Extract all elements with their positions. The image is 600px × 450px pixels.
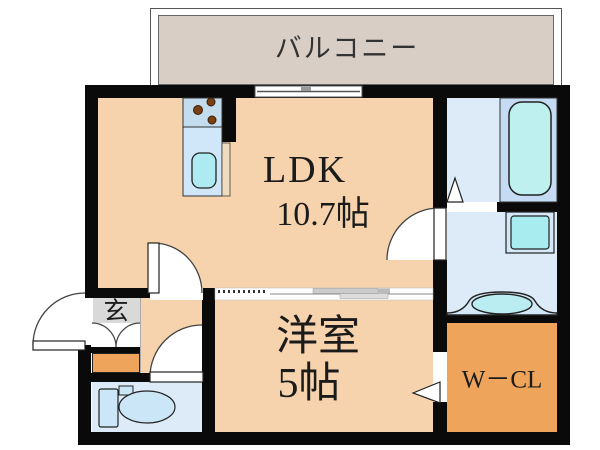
genkan-label: 玄 [103, 298, 129, 326]
wall-right [557, 85, 570, 445]
kitchen-sink-icon [191, 152, 217, 189]
shoe-cabinet [92, 353, 140, 373]
stove-icon [193, 97, 217, 125]
wall-bottom [78, 432, 570, 445]
wall-genkan-shoebox [90, 347, 140, 353]
ldk-door [147, 242, 203, 300]
wall-western-left [202, 288, 215, 432]
western-room [215, 300, 433, 432]
wall-kitchen-stub [220, 98, 236, 142]
western-room-label: 洋室 [275, 314, 361, 360]
toilet-door [149, 324, 204, 383]
ldk-size-label: 10.7帖 [276, 196, 370, 233]
wall-wcl-left-lower [433, 402, 447, 432]
wall-bath-bottom [497, 202, 570, 212]
ldk-label: LDK [262, 149, 348, 191]
wall-genkan-top [85, 288, 150, 298]
wall-wcl-left-upper [433, 323, 447, 352]
washbasin-icon [446, 291, 558, 316]
western-room-size-label: 5帖 [277, 361, 341, 407]
walk-in-closet [447, 323, 557, 432]
washing-machine-icon [505, 211, 555, 254]
toilet-icon [98, 385, 176, 428]
wall-wash-left [433, 260, 447, 315]
bathroom-folding-door [446, 176, 497, 212]
wall-left-upper [85, 85, 98, 295]
wcl-label: W－CL [461, 366, 543, 394]
sliding-door [214, 287, 434, 301]
wall-wash-wcl [433, 315, 570, 323]
wall-left-lower [78, 345, 91, 432]
washroom-door [386, 207, 447, 261]
window [254, 85, 363, 98]
balcony [158, 15, 554, 85]
wall-bath-left [433, 98, 447, 208]
wall-toilet-top [78, 373, 213, 382]
genkan-cabinet-doors [91, 322, 141, 348]
balcony-label: バルコニー [274, 33, 420, 64]
entrance-door [32, 292, 86, 351]
bathtub-icon [499, 97, 558, 203]
wcl-opening [411, 352, 447, 404]
